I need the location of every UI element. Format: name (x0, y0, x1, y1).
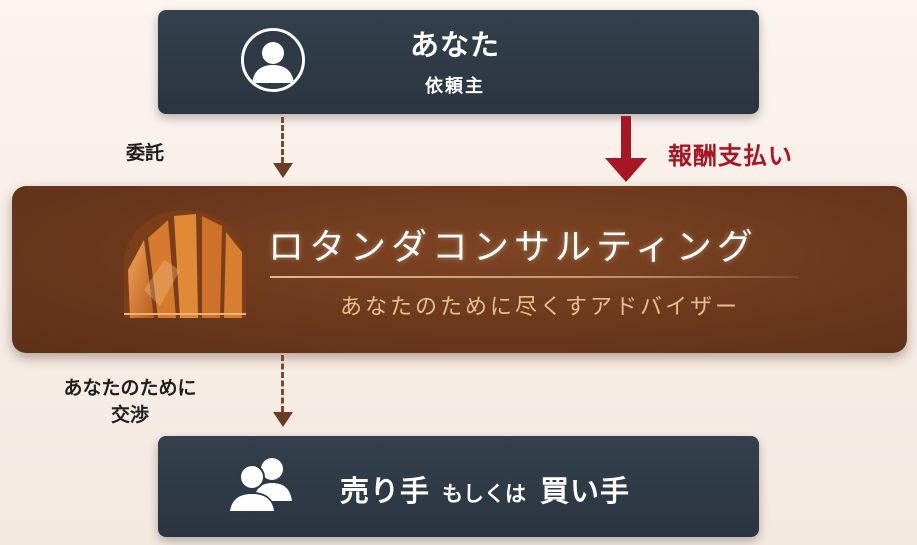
group-icon (228, 458, 292, 513)
negotiate-label: あなたのために 交渉 (40, 375, 220, 429)
agency-divider (270, 276, 798, 278)
negotiate-arrow-line (281, 355, 284, 412)
client-subtitle: 依頼主 (425, 76, 485, 97)
connector-label: もしくは (442, 482, 527, 506)
rotunda-logo-icon (124, 210, 246, 318)
agency-tagline: あなたのために尽くすアドバイザー (339, 295, 740, 320)
negotiate-arrow-head (273, 412, 293, 427)
client-title: あなた (409, 28, 500, 62)
person-icon (241, 28, 305, 92)
payment-label: 報酬支払い (668, 142, 793, 170)
negotiate-label-line1: あなたのために (63, 377, 197, 399)
agency-name: ロタンダコンサルティング (268, 227, 758, 268)
buyer-label: 買い手 (540, 474, 631, 508)
payment-arrow-head (605, 158, 647, 182)
entrust-arrow-line (281, 117, 284, 163)
entrust-arrow-head (273, 163, 293, 178)
negotiate-label-line2: 交渉 (110, 404, 149, 426)
payment-arrow-shaft (621, 116, 631, 160)
entrust-label: 委託 (125, 142, 164, 164)
counterparty-text: 売り手もしくは買い手 (340, 468, 700, 510)
seller-label: 売り手 (340, 474, 431, 508)
